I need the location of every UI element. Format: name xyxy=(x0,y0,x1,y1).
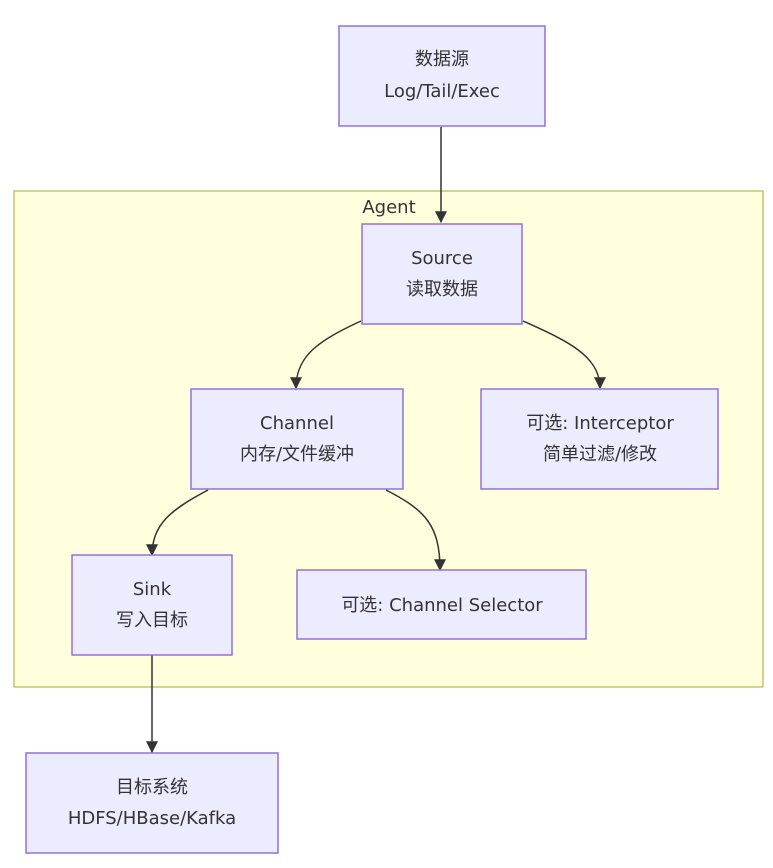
node-target: 目标系统 HDFS/HBase/Kafka xyxy=(25,752,279,854)
node-target-title: 目标系统 xyxy=(116,777,188,798)
node-channel-selector-title: 可选: Channel Selector xyxy=(341,595,543,616)
edge-channel-to-selector xyxy=(385,489,446,572)
node-target-subtitle: HDFS/HBase/Kafka xyxy=(68,808,236,829)
node-sink-subtitle: 写入目标 xyxy=(116,610,188,631)
edge-source-to-interceptor xyxy=(522,320,606,390)
node-source: Source 读取数据 xyxy=(361,223,523,325)
node-interceptor: 可选: Interceptor 简单过滤/修改 xyxy=(480,388,719,490)
node-datasource-title: 数据源 xyxy=(415,49,469,70)
edge-channel-to-sink xyxy=(146,489,209,557)
node-channel: Channel 内存/文件缓冲 xyxy=(190,388,404,490)
node-channel-selector: 可选: Channel Selector xyxy=(296,569,587,640)
node-datasource: 数据源 Log/Tail/Exec xyxy=(338,25,546,127)
agent-cluster-label: Agent xyxy=(362,197,415,218)
node-sink-title: Sink xyxy=(133,579,172,600)
node-channel-subtitle: 内存/文件缓冲 xyxy=(240,444,354,465)
node-source-subtitle: 读取数据 xyxy=(406,279,478,300)
edges xyxy=(146,127,606,754)
node-interceptor-title: 可选: Interceptor xyxy=(526,413,674,434)
node-channel-title: Channel xyxy=(260,413,334,434)
node-source-title: Source xyxy=(411,248,473,269)
node-interceptor-subtitle: 简单过滤/修改 xyxy=(543,444,657,465)
node-datasource-subtitle: Log/Tail/Exec xyxy=(384,81,500,102)
edge-source-to-channel xyxy=(290,320,362,390)
node-sink: Sink 写入目标 xyxy=(71,554,233,656)
